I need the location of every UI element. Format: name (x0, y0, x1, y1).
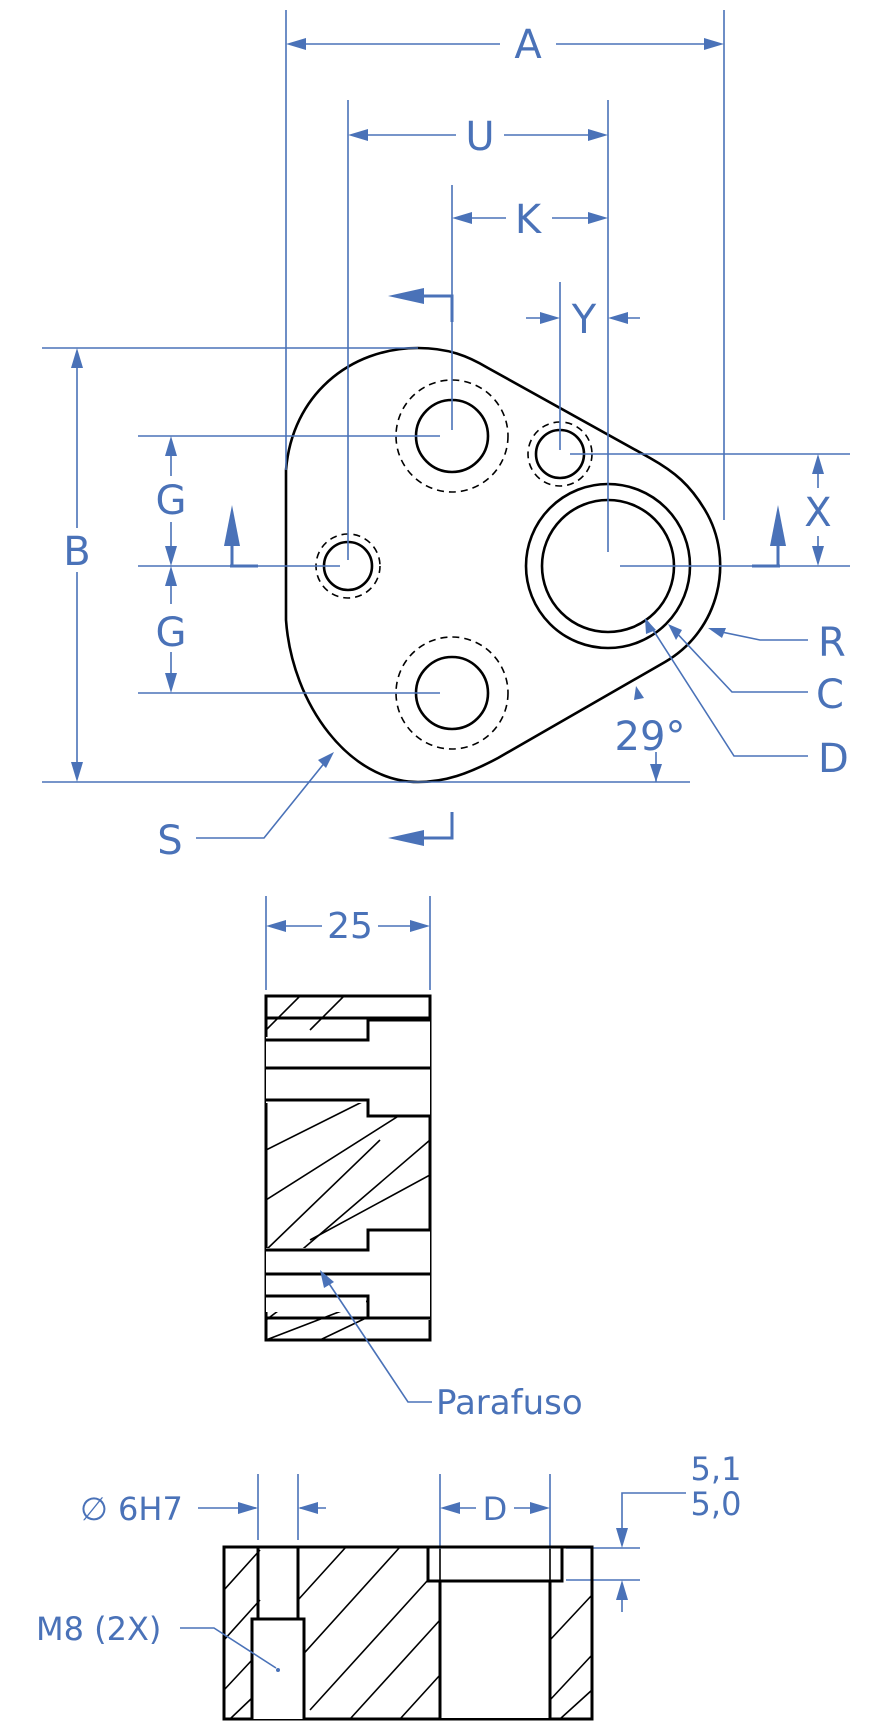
section-arrow-right (752, 505, 786, 568)
dim-Y: Y (526, 297, 640, 343)
label-C: C (816, 672, 844, 718)
label-U: U (465, 114, 494, 160)
dim-depth: 5,1 5,0 (566, 1450, 741, 1612)
leader-parafuso: Parafuso (320, 1270, 583, 1423)
dim-A: A (286, 22, 724, 68)
label-G-lower: G (156, 610, 187, 656)
bolt-hole-lower (266, 1228, 430, 1320)
label-X: X (804, 490, 831, 536)
leader-S: S (157, 752, 334, 864)
label-depth-lower: 5,0 (691, 1485, 742, 1523)
label-D-bottom: D (483, 1490, 508, 1528)
label-width: 25 (327, 906, 373, 947)
label-R: R (818, 620, 846, 666)
thread-hole-section (250, 1617, 306, 1719)
section-view: 25 (264, 896, 583, 1423)
section-hatching (266, 996, 430, 1340)
label-depth-upper: 5,1 (691, 1450, 742, 1488)
label-D: D (818, 736, 849, 782)
label-parafuso: Parafuso (436, 1383, 583, 1423)
dim-B: B (63, 348, 91, 782)
top-view: A U K Y (42, 10, 850, 864)
leader-m8: M8 (2X) (36, 1610, 277, 1669)
bottom-view: ∅ 6H7 D 5,1 5,0 (36, 1450, 741, 1721)
section-arrow-top (388, 288, 454, 322)
bolt-hole-upper (266, 1018, 430, 1118)
label-A: A (514, 22, 542, 68)
dim-X: X (804, 454, 832, 566)
dim-U: U (348, 114, 608, 160)
section-arrow-left (224, 505, 258, 568)
leader-C: C (668, 624, 844, 718)
label-B: B (63, 529, 90, 575)
dim-width-25: 25 (265, 896, 431, 990)
label-K: K (515, 197, 543, 243)
leader-D: D (645, 618, 849, 782)
leader-R: R (708, 620, 846, 666)
dim-6H7: ∅ 6H7 (80, 1474, 326, 1540)
label-angle: 29° (615, 714, 686, 760)
part-outline (284, 346, 722, 784)
label-m8: M8 (2X) (36, 1610, 161, 1648)
label-Y: Y (571, 297, 597, 343)
label-6H7: ∅ 6H7 (80, 1490, 183, 1528)
bore-section (426, 1547, 564, 1719)
dim-angle: 29° (615, 686, 686, 782)
section-outline (264, 994, 432, 1342)
bottom-hatching (224, 1547, 592, 1719)
section-arrow-bottom (388, 812, 454, 846)
label-G-upper: G (156, 478, 187, 524)
dim-G-lower: G (156, 566, 187, 693)
dim-G-upper: G (156, 436, 187, 566)
pin-hole-section (256, 1547, 300, 1619)
bottom-outline (222, 1545, 594, 1721)
label-S: S (157, 818, 182, 864)
dim-K: K (452, 197, 608, 243)
